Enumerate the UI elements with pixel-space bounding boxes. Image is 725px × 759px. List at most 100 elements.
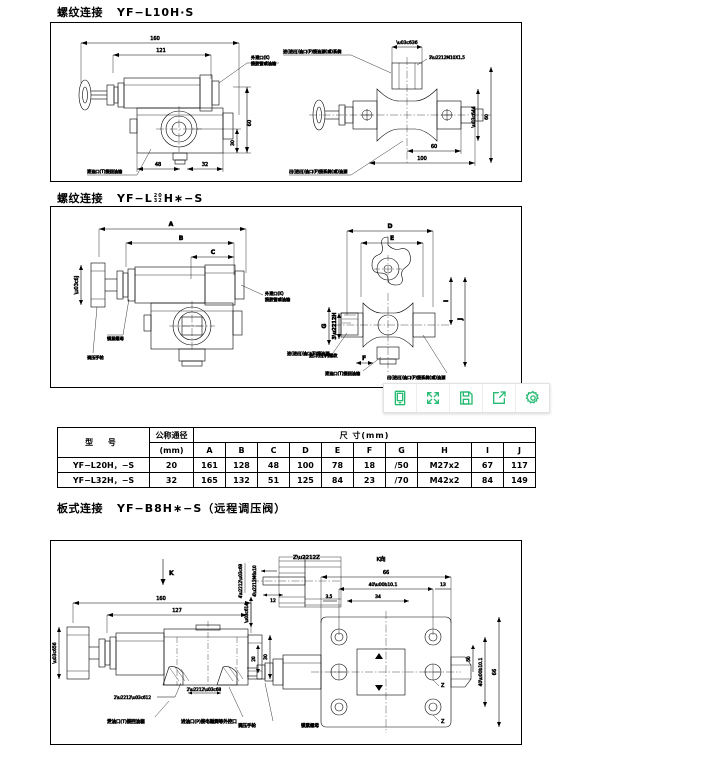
svg-text:160: 160 [150, 36, 160, 42]
table-header-row-1: 型 号 公称通径 尺 寸(mm) [57, 427, 536, 458]
row-1-value-a: 165 [193, 472, 226, 488]
section-2-model-suffix: H∗−S [163, 192, 204, 205]
fullscreen-button[interactable] [417, 384, 450, 412]
header-col-f: F [353, 442, 386, 458]
svg-text:调压手轮: 调压手轮 [238, 722, 256, 729]
svg-text:F: F [362, 355, 366, 362]
mobile-view-button[interactable] [384, 384, 417, 412]
row-0-nominal-dia: 20 [149, 457, 194, 473]
header-col-i: I [471, 442, 504, 458]
save-button[interactable] [450, 384, 483, 412]
svg-text:A: A [169, 221, 174, 228]
svg-text:100: 100 [417, 156, 427, 162]
spec-table: 型 号 公称通径 尺 寸(mm) (mm) A B C D E F G H I … [57, 427, 536, 488]
svg-text:锁紧螺母: 锁紧螺母 [107, 335, 124, 342]
header-nominal-diameter-unit: (mm) [149, 442, 194, 458]
mobile-view-icon [394, 390, 406, 406]
svg-text:进(进出)油口(P)接油源(或)系统: 进(进出)油口(P)接油源(或)系统 [283, 48, 341, 55]
svg-text:34: 34 [375, 594, 381, 600]
row-1-value-d: 125 [289, 472, 322, 488]
section-2-drawing-frame: A B C [50, 206, 522, 388]
svg-text:Z\u2212Z: Z\u2212Z [293, 555, 320, 561]
svg-text:160: 160 [156, 596, 166, 602]
fraction-numerator: 20 [153, 193, 163, 199]
svg-text:30: 30 [263, 654, 269, 660]
svg-text:锁紧螺母: 锁紧螺母 [301, 722, 319, 729]
svg-text:出(进出)油口(P)接系统(或)油源: 出(进出)油口(P)接系统(或)油源 [387, 374, 446, 381]
svg-text:K: K [169, 570, 174, 577]
settings-gear-icon [525, 390, 539, 404]
fullscreen-icon [427, 392, 439, 404]
share-button[interactable] [483, 384, 516, 412]
settings-button[interactable] [516, 384, 549, 412]
section-1-drawing-frame: 160 121 [50, 22, 522, 182]
section-2-model-prefix: YF−L [117, 192, 153, 205]
header-col-c: C [257, 442, 290, 458]
header-nominal-diameter: 公称通径 [149, 427, 194, 443]
svg-text:121: 121 [156, 48, 166, 54]
svg-text:\u03c6J: \u03c6J [74, 276, 80, 295]
svg-text:接胶管或油箱: 接胶管或油箱 [251, 60, 276, 67]
svg-text:\u03c656: \u03c656 [52, 642, 58, 663]
section-1-drawing: 160 121 [78, 36, 493, 175]
row-1-value-c: 51 [257, 472, 290, 488]
row-1-model: YF−L32H，−S [57, 472, 150, 488]
header-dimensions-group: 尺 寸(mm) [193, 427, 536, 443]
row-0-value-d: 100 [289, 457, 322, 473]
row-0-value-c: 48 [257, 457, 290, 473]
share-icon [493, 391, 506, 404]
svg-text:C: C [211, 249, 216, 256]
row-1-value-i: 84 [471, 472, 504, 488]
section-2-connection-label: 螺纹连接 [57, 192, 103, 205]
svg-text:3\u2212M10X1.5: 3\u2212M10X1.5 [429, 55, 465, 60]
save-icon [460, 391, 473, 405]
header-col-e: E [321, 442, 354, 458]
svg-text:Z: Z [441, 719, 445, 725]
svg-text:泄油口(T)接回油箱: 泄油口(T)接回油箱 [325, 370, 360, 377]
svg-text:\u03c644: \u03c644 [471, 106, 477, 127]
svg-text:4\u2212\u03c69: 4\u2212\u03c69 [238, 563, 243, 598]
svg-text:B: B [179, 235, 184, 242]
svg-text:外泄口(K): 外泄口(K) [251, 54, 270, 61]
svg-text:2\u2212\u03c68: 2\u2212\u03c68 [187, 687, 222, 692]
svg-text:外泄口(K): 外泄口(K) [265, 290, 284, 297]
section-3-drawing-frame: K Z\u2212Z 4\u2212\u03c69 4\u2212M6x10 [50, 540, 522, 745]
spec-table-wrapper: 型 号 公称通径 尺 寸(mm) (mm) A B C D E F G H I … [57, 427, 536, 488]
svg-text:60: 60 [431, 144, 437, 150]
svg-text:接胶管或油箱: 接胶管或油箱 [265, 296, 290, 303]
section-2-drawing: A B C [74, 221, 467, 381]
header-col-b: B [225, 442, 258, 458]
svg-text:泄油口(T)接回油箱: 泄油口(T)接回油箱 [87, 168, 122, 175]
svg-text:2\u2212\u03c612: 2\u2212\u03c612 [114, 695, 151, 700]
svg-text:J: J [457, 318, 464, 321]
section-3-model-code: YF−B8H∗−S（远程调压阀） [117, 502, 287, 515]
svg-text:进(进出)油口(P)接油源: 进(进出)油口(P)接油源 [287, 350, 330, 357]
svg-text:12: 12 [270, 598, 276, 604]
header-col-g: G [385, 442, 418, 458]
svg-text:32: 32 [202, 162, 208, 168]
header-col-h: H [417, 442, 472, 458]
row-0-value-f: 18 [353, 457, 386, 473]
table-row: YF−L20H，−S 20 161 128 48 100 78 18 /50 M… [57, 457, 536, 473]
section-3-connection-label: 板式连接 [57, 502, 103, 515]
svg-text:E: E [390, 235, 394, 242]
floating-toolbar[interactable] [383, 383, 550, 413]
section-3-drawing: K Z\u2212Z 4\u2212\u03c69 4\u2212M6x10 [52, 555, 501, 733]
svg-text:进油口(P)接电磁阀等外控口: 进油口(P)接电磁阀等外控口 [181, 718, 237, 725]
svg-text:进口(出)内螺纹: 进口(出)内螺纹 [309, 352, 338, 359]
svg-text:66: 66 [492, 669, 498, 675]
section-1-model-code: YF−L10H·S [117, 6, 195, 19]
svg-text:调压手轮: 调压手轮 [87, 354, 105, 361]
header-col-d: D [289, 442, 322, 458]
svg-text:60: 60 [484, 114, 490, 120]
header-model: 型 号 [57, 427, 150, 458]
svg-text:48: 48 [155, 162, 161, 168]
row-0-value-g: /50 [385, 457, 418, 473]
svg-text:Z: Z [441, 683, 445, 689]
svg-text:40\u00b10.1: 40\u00b10.1 [478, 658, 484, 687]
svg-text:66: 66 [383, 570, 389, 576]
row-1-value-g: /70 [385, 472, 418, 488]
